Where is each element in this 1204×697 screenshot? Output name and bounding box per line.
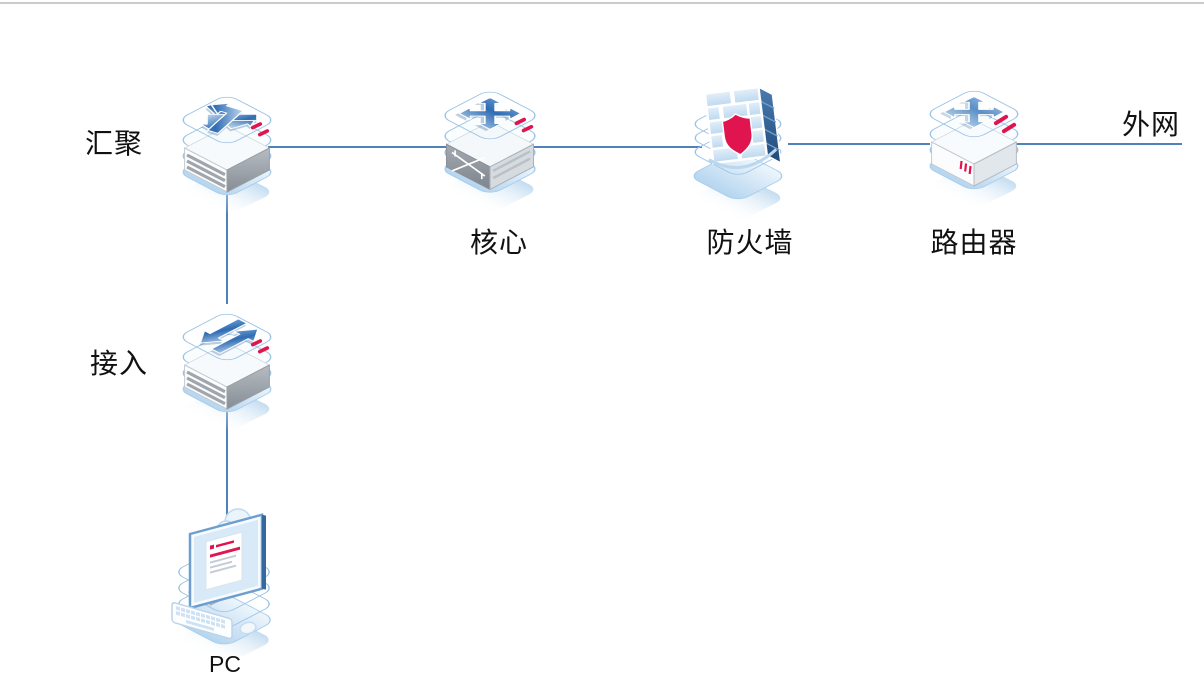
core-switch-icon	[444, 91, 536, 212]
aggregation-switch-icon	[182, 96, 272, 214]
node-pc-label[interactable]: PC	[209, 651, 241, 677]
pc-icon	[171, 508, 271, 656]
connector-core-firewall[interactable]	[528, 146, 702, 148]
router-icon	[929, 90, 1019, 208]
node-access[interactable]	[167, 281, 287, 431]
node-access-label[interactable]: 接入	[90, 349, 149, 380]
connector-firewall-router[interactable]	[788, 143, 930, 145]
node-firewall-label[interactable]: 防火墙	[706, 228, 794, 259]
node-aggregation-label[interactable]: 汇聚	[85, 129, 144, 160]
node-external-label[interactable]: 外网	[1122, 110, 1181, 141]
node-core-label[interactable]: 核心	[469, 228, 528, 259]
node-aggregation[interactable]	[167, 64, 287, 214]
node-router[interactable]	[914, 56, 1034, 210]
node-firewall[interactable]	[680, 56, 800, 222]
connector-aggregation-access[interactable]	[226, 176, 228, 304]
connector-router-external[interactable]	[1012, 143, 1182, 145]
node-pc[interactable]	[160, 496, 290, 656]
firewall-icon	[693, 85, 783, 220]
access-switch-icon	[182, 313, 272, 431]
top-border-rule	[0, 2, 1204, 4]
node-router-label[interactable]: 路由器	[930, 228, 1018, 259]
connector-aggregation-core[interactable]	[268, 146, 450, 148]
connector-access-pc[interactable]	[226, 408, 228, 520]
node-core[interactable]	[428, 58, 552, 212]
mouse-icon	[239, 621, 257, 635]
